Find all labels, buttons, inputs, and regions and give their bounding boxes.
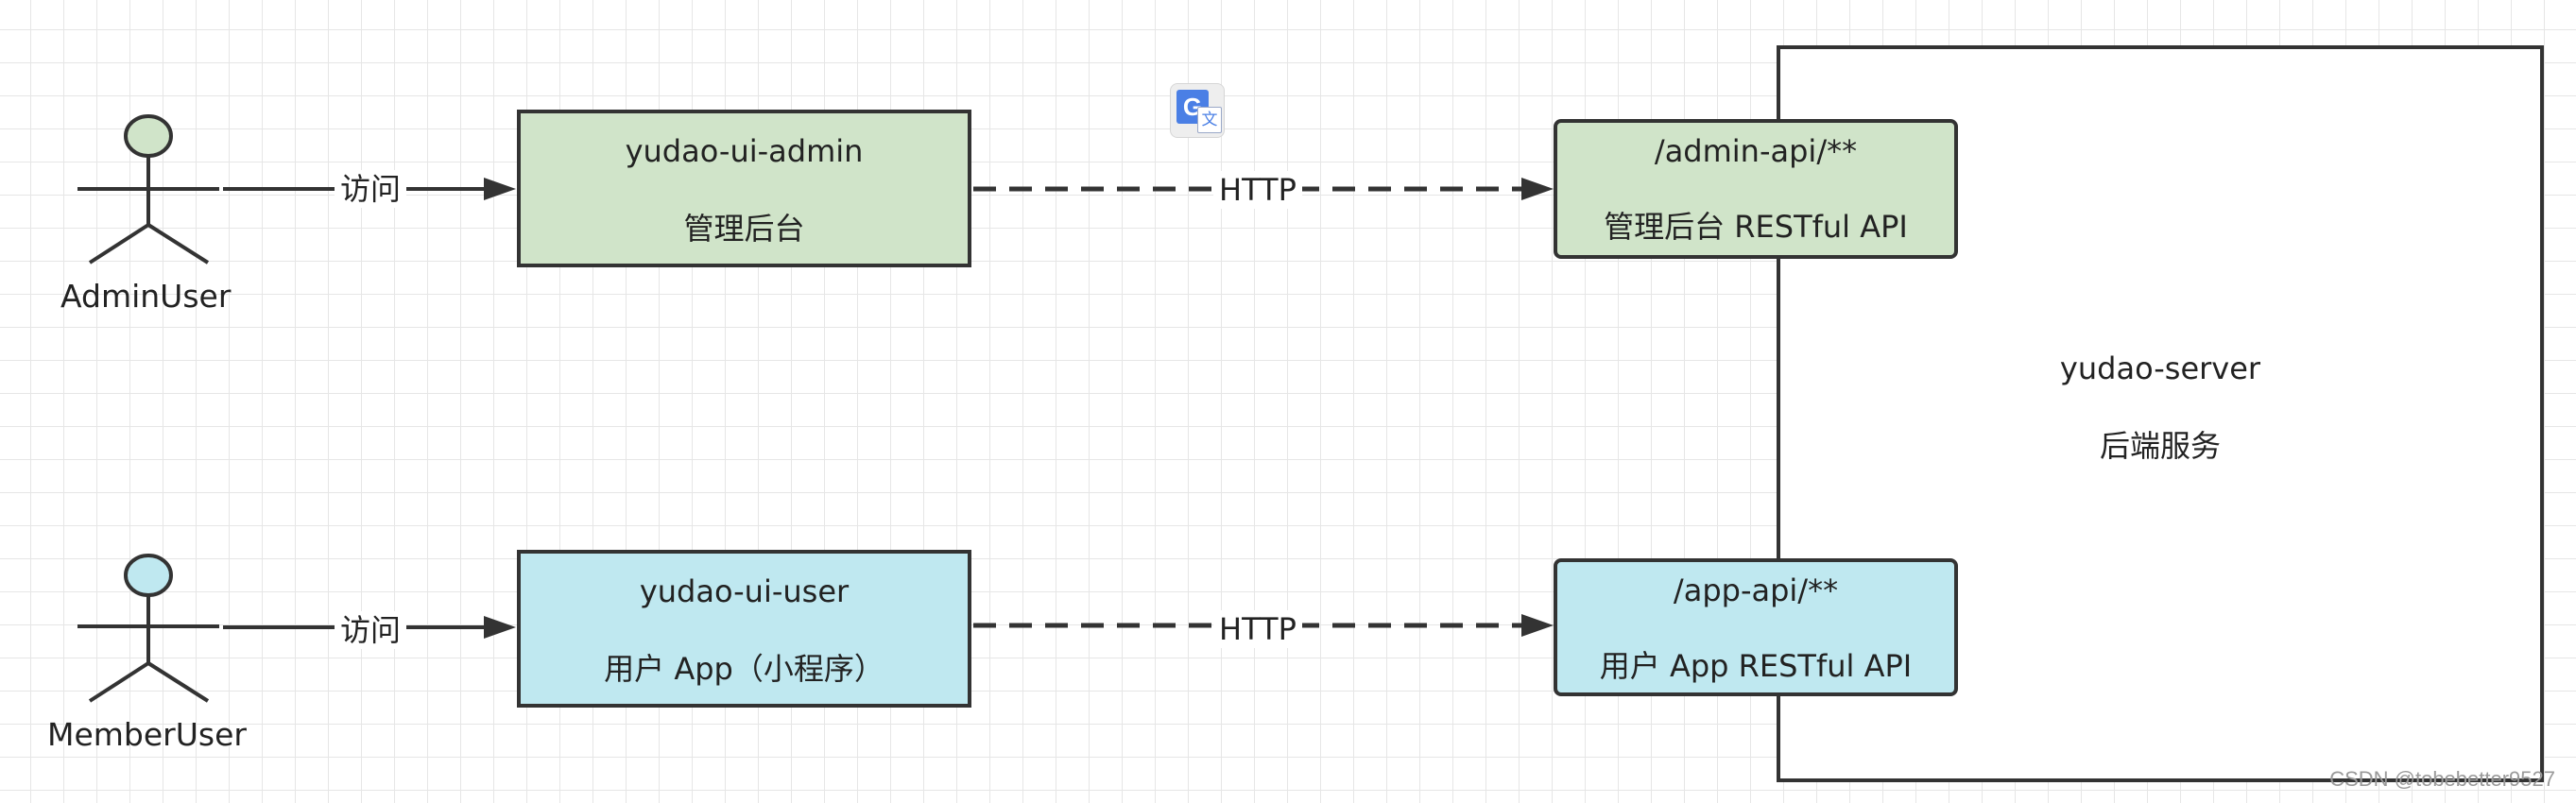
admin-http-label: HTTP (1213, 171, 1302, 209)
app-api-subtitle: 用户 App RESTful API (1599, 648, 1913, 684)
app-api-title: /app-api/** (1673, 572, 1839, 608)
member-http-arrow (973, 614, 1554, 637)
ui-user-subtitle: 用户 App（小程序） (604, 651, 884, 687)
member-actor-icon (77, 554, 219, 703)
translate-wen-glyph: 文 (1197, 107, 1222, 133)
app-api-node: /app-api/** 用户 App RESTful API (1554, 558, 1958, 696)
admin-api-subtitle: 管理后台 RESTful API (1604, 209, 1908, 245)
member-http-label: HTTP (1213, 610, 1302, 648)
ui-admin-node: yudao-ui-admin 管理后台 (517, 110, 971, 267)
ui-admin-title: yudao-ui-admin (625, 133, 864, 169)
admin-user-label: AdminUser (60, 278, 232, 315)
server-title: yudao-server (2059, 350, 2261, 386)
admin-api-title: /admin-api/** (1654, 133, 1858, 169)
admin-http-arrow (973, 178, 1554, 200)
admin-api-node: /admin-api/** 管理后台 RESTful API (1554, 119, 1958, 259)
ui-admin-subtitle: 管理后台 (683, 211, 805, 247)
member-user-label: MemberUser (47, 716, 247, 753)
admin-actor-icon (77, 114, 219, 265)
ui-user-title: yudao-ui-user (639, 573, 850, 609)
ui-user-node: yudao-ui-user 用户 App（小程序） (517, 550, 971, 708)
admin-visit-label: 访问 (335, 170, 407, 208)
watermark: CSDN @tobebetter9527 (2329, 767, 2555, 791)
server-subtitle: 后端服务 (2099, 428, 2221, 464)
member-visit-label: 访问 (335, 611, 407, 649)
google-translate-icon[interactable]: G 文 (1170, 83, 1225, 138)
